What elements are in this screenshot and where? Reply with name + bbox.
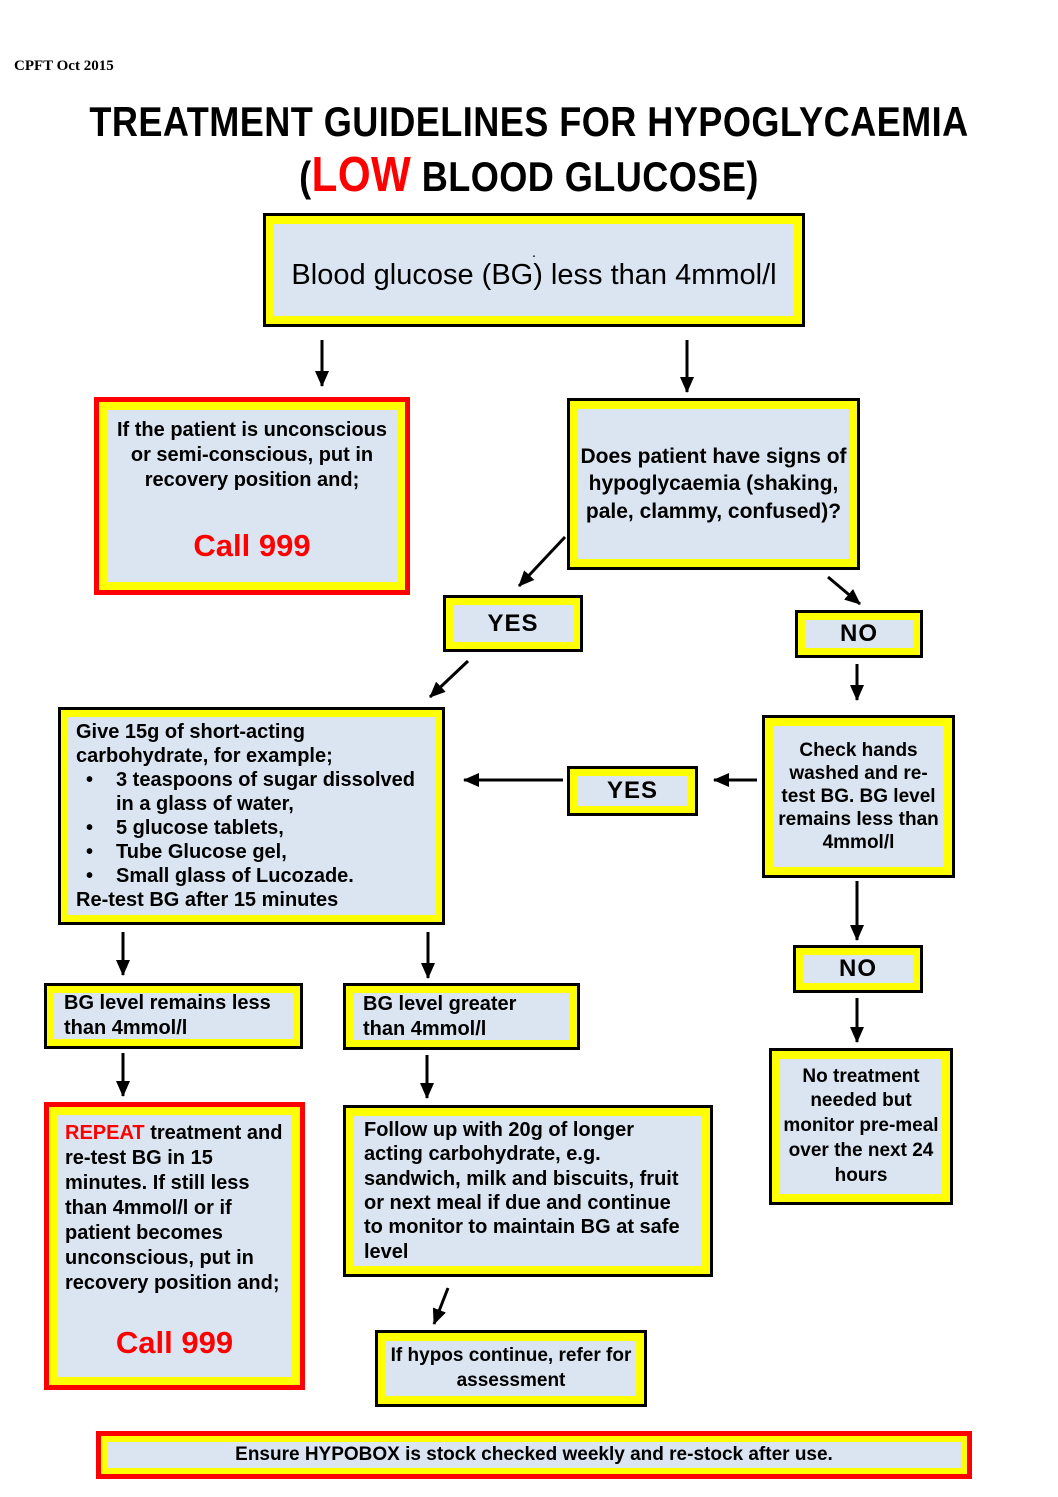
unconscious-box-fill: If the patient is unconscious or semi-co… bbox=[107, 410, 397, 582]
title-rest: BLOOD GLUCOSE) bbox=[411, 153, 759, 200]
yes-box-1-fill: YES bbox=[453, 605, 573, 642]
bullet-text: 5 glucose tablets, bbox=[116, 817, 284, 839]
give-carb-intro: Give 15g of short-acting carbohydrate, f… bbox=[76, 721, 333, 767]
bg-greater-text: BG level greater than 4mmol/l bbox=[363, 992, 517, 1040]
no-treatment-box: No treatment needed but monitor pre-meal… bbox=[769, 1048, 953, 1205]
bg-remains-fill: BG level remains less than 4mmol/l bbox=[54, 992, 293, 1039]
repeat-treatment-box: REPEAT treatment and re-test BG in 15 mi… bbox=[44, 1102, 305, 1390]
signs-question-fill: Does patient have signs of hypoglycaemia… bbox=[578, 409, 849, 559]
bg-low-box: . Blood glucose (BG) less than 4mmol/l bbox=[263, 213, 805, 327]
bullet-icon: • bbox=[86, 841, 94, 863]
hypobox-banner-text: Ensure HYPOBOX is stock checked weekly a… bbox=[235, 1444, 833, 1466]
no-label: NO bbox=[840, 620, 878, 647]
yes-label: YES bbox=[606, 777, 659, 804]
hypobox-banner: Ensure HYPOBOX is stock checked weekly a… bbox=[96, 1431, 972, 1479]
list-item: • Tube Glucose gel, bbox=[76, 840, 427, 864]
follow-up-box: Follow up with 20g of longer acting carb… bbox=[343, 1105, 713, 1277]
yes-label: YES bbox=[487, 609, 539, 637]
yes-box-2-fill: YES bbox=[577, 776, 688, 806]
hypobox-banner-fill: Ensure HYPOBOX is stock checked weekly a… bbox=[107, 1442, 961, 1468]
title-low-word: LOW bbox=[311, 148, 412, 202]
signs-question-box: Does patient have signs of hypoglycaemia… bbox=[567, 398, 860, 570]
call-999-text: Call 999 bbox=[193, 528, 311, 564]
repeat-treatment-text: REPEAT treatment and re-test BG in 15 mi… bbox=[65, 1121, 284, 1296]
hypos-continue-box: If hypos continue, refer for assessment bbox=[375, 1330, 647, 1407]
bg-remains-text: BG level remains less than 4mmol/l bbox=[64, 992, 271, 1039]
arrow-signs-to-yes1 bbox=[517, 535, 567, 588]
call-999-text: Call 999 bbox=[115, 1325, 234, 1361]
bg-greater-fill: BG level greater than 4mmol/l bbox=[353, 993, 570, 1040]
check-hands-box: Check hands washed and re-test BG. BG le… bbox=[762, 715, 955, 878]
yes-box-1: YES bbox=[443, 595, 583, 652]
unconscious-box: If the patient is unconscious or semi-co… bbox=[94, 397, 410, 595]
title-paren: ( bbox=[299, 153, 312, 200]
no-box-1: NO bbox=[795, 610, 923, 658]
check-hands-fill: Check hands washed and re-test BG. BG le… bbox=[773, 726, 944, 867]
document-stamp: CPFT Oct 2015 bbox=[14, 58, 114, 74]
check-hands-text: Check hands washed and re-test BG. BG le… bbox=[778, 739, 939, 854]
give-carbohydrate-fill: Give 15g of short-acting carbohydrate, f… bbox=[68, 717, 435, 915]
bg-greater-box: BG level greater than 4mmol/l bbox=[343, 983, 580, 1050]
bullet-text: Tube Glucose gel, bbox=[116, 841, 287, 863]
bullet-text: 3 teaspoons of sugar dissolved in a glas… bbox=[116, 769, 415, 815]
hypos-continue-fill: If hypos continue, refer for assessment bbox=[386, 1341, 636, 1396]
bullet-icon: • bbox=[86, 865, 94, 887]
stray-dot: . bbox=[531, 243, 537, 261]
arrow-followup-to-hypos bbox=[432, 1287, 450, 1325]
bullet-icon: • bbox=[86, 817, 94, 839]
bullet-text: Small glass of Lucozade. bbox=[116, 865, 354, 887]
no-box-2-fill: NO bbox=[803, 955, 913, 983]
arrow-yes1-to-give15 bbox=[428, 659, 470, 699]
arrow-signs-to-no1 bbox=[827, 575, 861, 606]
no-treatment-text: No treatment needed but monitor pre-meal… bbox=[783, 1065, 939, 1186]
bg-low-box-fill: . Blood glucose (BG) less than 4mmol/l bbox=[274, 224, 794, 316]
page-title: TREATMENT GUIDELINES FOR HYPOGLYCAEMIA (… bbox=[0, 98, 1058, 203]
bullet-icon: • bbox=[86, 769, 94, 791]
unconscious-text: If the patient is unconscious or semi-co… bbox=[116, 419, 388, 491]
no-box-2: NO bbox=[793, 945, 923, 993]
bg-remains-box: BG level remains less than 4mmol/l bbox=[44, 983, 303, 1049]
no-box-1-fill: NO bbox=[805, 620, 913, 648]
list-item: • 3 teaspoons of sugar dissolved in a gla… bbox=[76, 768, 427, 816]
repeat-treatment-fill: REPEAT treatment and re-test BG in 15 mi… bbox=[57, 1115, 292, 1377]
no-label: NO bbox=[839, 955, 877, 982]
hypos-continue-text: If hypos continue, refer for assessment bbox=[390, 1344, 632, 1391]
give-carbohydrate-box: Give 15g of short-acting carbohydrate, f… bbox=[58, 707, 445, 925]
page-title-line1: TREATMENT GUIDELINES FOR HYPOGLYCAEMIA bbox=[89, 98, 969, 145]
signs-question-text: Does patient have signs of hypoglycaemia… bbox=[580, 445, 847, 523]
give-carb-outro: Re-test BG after 15 minutes bbox=[76, 889, 339, 911]
follow-up-fill: Follow up with 20g of longer acting carb… bbox=[354, 1116, 702, 1266]
no-treatment-fill: No treatment needed but monitor pre-meal… bbox=[780, 1059, 942, 1194]
yes-box-2: YES bbox=[567, 766, 698, 816]
list-item: • 5 glucose tablets, bbox=[76, 816, 427, 840]
bg-low-text: Blood glucose (BG) less than 4mmol/l bbox=[291, 258, 777, 291]
list-item: • Small glass of Lucozade. bbox=[76, 864, 427, 888]
page-title-line2: (LOW BLOOD GLUCOSE) bbox=[74, 147, 984, 203]
repeat-rest: treatment and re-test BG in 15 minutes. … bbox=[65, 1122, 283, 1294]
repeat-word: REPEAT bbox=[65, 1122, 145, 1144]
follow-up-text: Follow up with 20g of longer acting carb… bbox=[364, 1118, 680, 1263]
